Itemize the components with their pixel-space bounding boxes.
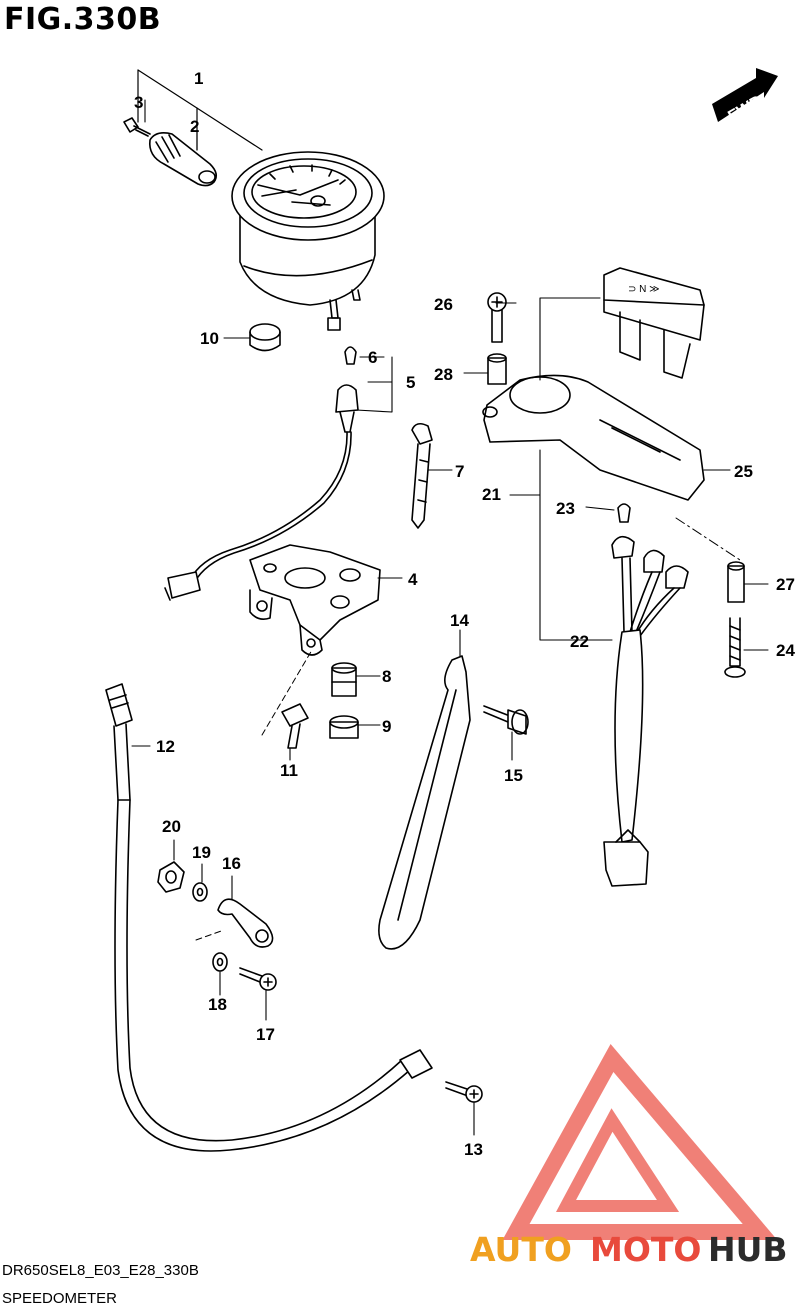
callout-6: 6 [368,348,377,367]
clamp-part-14 [378,655,471,950]
callout-15: 15 [504,766,523,785]
nut-part-9 [329,715,359,739]
figure-title: FIG.330B [4,2,162,37]
callout-26: 26 [434,295,453,314]
callout-10: 10 [200,329,219,348]
indicator-housing-part-25 [482,267,705,501]
screw-part-17 [239,967,277,991]
nut-part-20 [157,861,185,893]
callout-19: 19 [192,843,211,862]
leader-lines [131,99,769,1136]
watermark-text-hub: HUB [708,1230,788,1269]
callout-1: 1 [194,69,203,88]
callout-24: 24 [776,641,795,660]
callout-14: 14 [450,611,469,630]
screw-part-24 [724,617,746,678]
callout-4: 4 [408,570,418,589]
callout-21: 21 [482,485,501,504]
callout-18: 18 [208,995,227,1014]
svg-text:⊃ N ≫: ⊃ N ≫ [628,284,660,295]
diagram-name: SPEEDOMETER [2,1290,118,1307]
callouts: 1 2 3 4 5 6 7 8 9 10 11 12 13 14 15 16 1… [134,69,795,1159]
callout-23: 23 [556,499,575,518]
callout-13: 13 [464,1140,483,1159]
cable-adapter-part-2 [148,132,218,187]
bolt-part-15 [483,705,529,735]
collar-part-28 [487,353,507,385]
screw-part-3 [123,117,151,137]
socket-harness-part-5 [164,384,359,601]
callout-16: 16 [222,854,241,873]
callout-5: 5 [406,373,415,392]
collar-part-27 [727,561,745,603]
callout-2: 2 [190,117,199,136]
callout-7: 7 [455,462,464,481]
speedometer-cable-part-12 [105,683,433,1152]
watermark-text-auto: AUTO [470,1230,572,1269]
bulb-part-6 [344,346,357,365]
callout-25: 25 [734,462,753,481]
bolt-part-11 [281,703,309,749]
callout-27: 27 [776,575,795,594]
callout-20: 20 [162,817,181,836]
callout-11: 11 [280,761,298,780]
bulb-part-23 [617,503,631,523]
clamp-part-16 [217,898,274,948]
callout-9: 9 [382,717,391,736]
speedometer-unit [231,151,385,331]
forward-direction-indicator: FWD [712,68,778,125]
cable-tie-part-7 [411,422,433,529]
grommet-part-10 [249,323,281,352]
washer-part-19 [192,882,208,902]
washer-part-18 [212,952,228,972]
screw-part-13 [445,1081,483,1103]
indicator-harness-part-22 [603,535,689,887]
watermark-logo [502,1043,778,1240]
meter-bracket-part-4 [249,544,381,656]
screw-part-26 [487,292,507,343]
damper-part-8 [331,662,357,697]
callout-28: 28 [434,365,453,384]
callout-8: 8 [382,667,391,686]
callout-3: 3 [134,93,143,112]
diagram-code: DR650SEL8_E03_E28_330B [2,1262,199,1279]
callout-12: 12 [156,737,175,756]
callout-17: 17 [256,1025,275,1044]
watermark-text-moto: MOTO [590,1230,701,1269]
callout-22: 22 [570,632,589,651]
